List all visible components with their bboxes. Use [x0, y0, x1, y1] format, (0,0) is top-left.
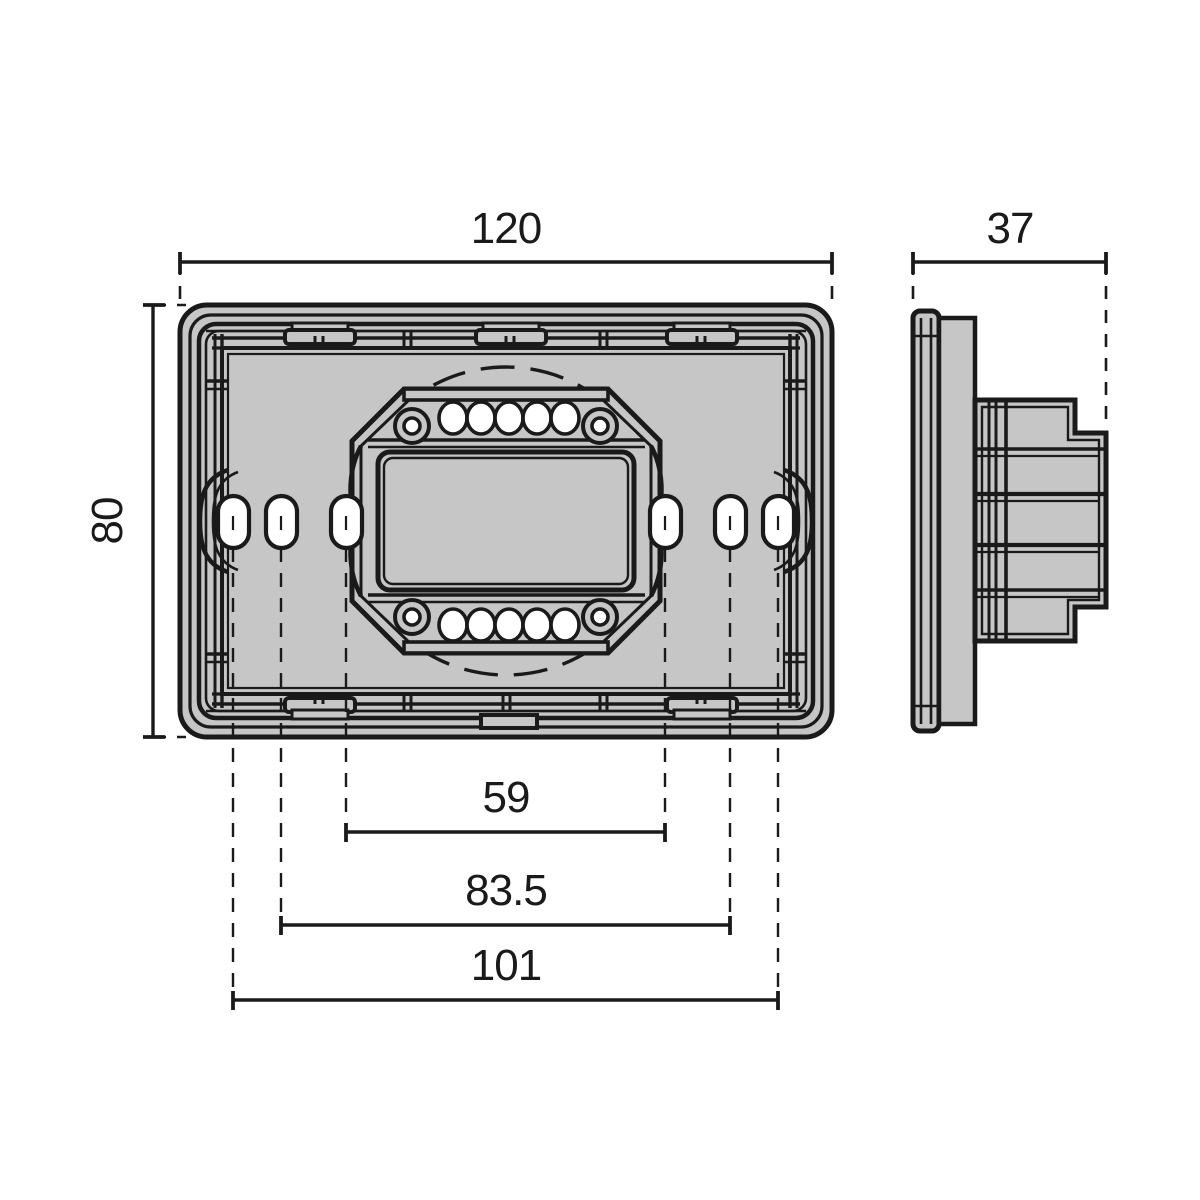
claw-left-inner — [211, 470, 239, 572]
dimension-37 — [911, 252, 1108, 430]
screw-holes — [393, 407, 619, 636]
dimension-120 — [178, 252, 834, 303]
dim-label-59: 59 — [483, 773, 530, 822]
screw-hole-top-right — [581, 407, 619, 445]
screw-hole-bottom-left — [393, 598, 431, 636]
rail-divider-stubs-bottom — [402, 694, 609, 711]
rail-ticks-left — [206, 379, 228, 664]
slot-left-outer — [215, 493, 252, 551]
slot-right-outer — [760, 493, 797, 551]
dimension-80 — [143, 303, 186, 739]
claw-right-inner — [773, 470, 801, 572]
slot-left-middle — [263, 493, 300, 551]
rail-ticks-right — [784, 379, 806, 664]
dim-label-80: 80 — [83, 498, 132, 545]
vent-holes-bottom — [437, 607, 581, 643]
side-view-group — [910, 308, 1109, 734]
mounting-slots — [215, 493, 797, 551]
slot-centerlines — [231, 548, 780, 1000]
dimension-83-5 — [279, 916, 732, 935]
claw-right-outer — [783, 467, 815, 575]
dimension-59 — [344, 823, 667, 842]
mounting-tabs-top — [283, 321, 739, 350]
slot-right-middle — [712, 493, 749, 551]
insert-bottom-bar — [402, 640, 610, 655]
rail-divider-stubs-top — [402, 331, 609, 348]
side-plate-slab — [936, 315, 978, 727]
dimension-labels: 120 80 37 59 83.5 101 — [83, 204, 1034, 990]
side-rear-body-inner — [980, 405, 1101, 636]
side-faceplate — [910, 308, 942, 734]
side-claw-contours — [197, 467, 815, 575]
tab-bottom-right — [665, 692, 739, 721]
tab-top-center — [474, 321, 548, 350]
front-view-group — [177, 302, 835, 1000]
dim-label-37: 37 — [987, 204, 1034, 253]
dim-label-101: 101 — [471, 941, 541, 990]
dimensions-group — [143, 252, 1108, 1010]
tab-top-right — [665, 321, 739, 350]
screw-hole-bottom-right — [581, 598, 619, 636]
insert-window — [375, 449, 637, 593]
mounting-tabs-bottom — [283, 692, 739, 730]
screw-hole-top-left — [393, 407, 431, 445]
side-faceplate-rim — [910, 308, 942, 734]
side-rear-step-bands — [975, 447, 1106, 599]
central-insert — [348, 386, 664, 656]
tab-bottom-left — [283, 692, 357, 721]
insert-top-bar — [402, 387, 610, 402]
claw-left-outer — [197, 467, 229, 575]
slot-right-inner — [647, 493, 684, 551]
side-rear-vertical-lines — [987, 400, 1008, 641]
tab-top-left — [283, 321, 357, 350]
bottom-center-notch — [479, 713, 539, 730]
vent-holes-top — [437, 400, 581, 436]
dimension-101 — [231, 991, 780, 1010]
slot-left-inner — [328, 493, 365, 551]
dim-label-120: 120 — [471, 204, 541, 253]
insert-window-inner — [382, 456, 630, 586]
dim-label-83-5: 83.5 — [465, 866, 547, 915]
